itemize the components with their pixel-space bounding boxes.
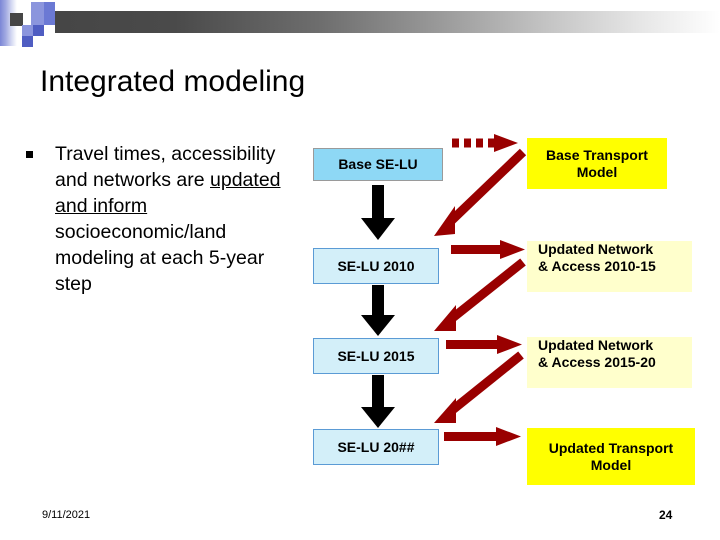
vertical-2015-to-20xx-arrow	[361, 375, 395, 428]
flow-box-base-transport-model[interactable]: Base Transport Model	[527, 138, 667, 189]
flow-box-base-se-lu-label: Base SE-LU	[338, 156, 418, 172]
flow-box-base-transport-model-line1: Base Transport	[546, 146, 648, 163]
flow-box-se-lu-2010[interactable]: SE-LU 2010	[313, 248, 439, 284]
footer-page-number: 24	[659, 508, 673, 522]
flow-box-updated-transport-model-line1: Updated Transport	[548, 439, 674, 456]
decor-square-2	[44, 2, 55, 13]
slide-title: Integrated modeling	[40, 65, 306, 98]
flow-box-se-lu-2010-label: SE-LU 2010	[337, 257, 415, 274]
se2015-to-network2015-arrow	[446, 335, 522, 354]
bullet-text-underlined: updated and inform	[55, 169, 281, 217]
se2010-to-network2010-arrow	[451, 240, 525, 259]
bullet-paragraph: Travel times, accessibility and networks…	[55, 141, 291, 297]
diag-network2015-to-se20xx-arrow	[434, 351, 524, 423]
se20xx-to-transport-arrow	[444, 427, 521, 446]
flow-box-updated-transport-model[interactable]: Updated Transport Model	[527, 428, 695, 485]
banner-left-fade	[0, 0, 17, 46]
flow-box-se-lu-2015[interactable]: SE-LU 2015	[313, 338, 439, 374]
flow-box-updated-network-2010[interactable]: Updated Network & Access 2010-15	[527, 241, 692, 292]
decor-square-3	[10, 13, 23, 26]
flow-box-se-lu-2015-label: SE-LU 2015	[337, 347, 415, 364]
flow-box-se-lu-20xx[interactable]: SE-LU 20##	[313, 429, 439, 465]
flow-box-updated-network-2015[interactable]: Updated Network & Access 2015-20	[527, 337, 692, 388]
flow-box-se-lu-20xx-label: SE-LU 20##	[337, 438, 415, 455]
decor-square-7	[33, 25, 44, 36]
flow-box-base-se-lu[interactable]: Base SE-LU	[313, 148, 443, 181]
decor-square-4	[31, 13, 44, 25]
footer-date: 9/11/2021	[42, 509, 91, 521]
flow-box-updated-network-2015-line1: Updated Network	[538, 337, 654, 353]
flow-box-updated-transport-model-line2: Model	[590, 456, 632, 473]
bullet-text-after: socioeconomic/land modeling at each 5-ye…	[55, 221, 265, 295]
diag-transport-to-se2010-arrow	[434, 148, 527, 236]
diag-network2010-to-se2015-arrow	[434, 258, 526, 331]
flow-box-base-transport-model-line2: Model	[576, 163, 618, 180]
decor-square-6	[22, 25, 33, 36]
vertical-base-to-2010-arrow	[361, 185, 395, 240]
decor-square-8	[22, 36, 33, 47]
vertical-2010-to-2015-arrow	[361, 285, 395, 336]
banner-gradient-bar	[55, 11, 720, 33]
decor-square-5	[44, 13, 55, 25]
dashed-base-to-transport-arrow	[452, 134, 518, 152]
flow-box-updated-network-2015-line2: & Access 2015-20	[538, 354, 656, 370]
bullet-text-before: Travel times, accessibility and networks…	[55, 143, 276, 191]
square-bullet-icon	[26, 151, 33, 158]
flow-box-updated-network-2010-line2: & Access 2010-15	[538, 258, 656, 274]
flow-box-updated-network-2010-line1: Updated Network	[538, 241, 654, 257]
decor-square-1	[31, 2, 44, 15]
